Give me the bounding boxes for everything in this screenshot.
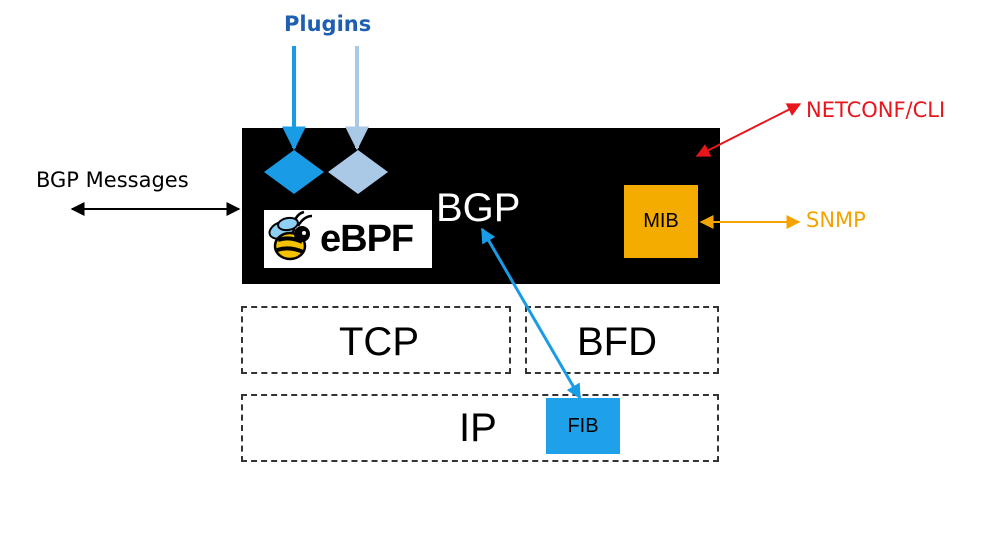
mib-label: MIB (643, 210, 679, 232)
ebpf-label: eBPF (320, 218, 414, 260)
snmp-label: SNMP (806, 208, 866, 232)
plugin-diamond-light (328, 150, 388, 194)
mib-box: MIB (624, 185, 698, 258)
ip-label: IP (459, 406, 497, 450)
netconf-label: NETCONF/CLI (806, 98, 946, 122)
tcp-label: TCP (339, 320, 419, 364)
plugins-label: Plugins (284, 12, 372, 36)
bee-icon (268, 210, 313, 261)
bgp-messages-label: BGP Messages (36, 168, 189, 192)
fib-label: FIB (567, 414, 599, 437)
netconf-arrow (695, 103, 802, 157)
tcp-box: TCP (241, 306, 511, 374)
bfd-label: BFD (577, 320, 657, 364)
bgp-fib-arrow (480, 227, 582, 400)
plugin-diamond-dark (264, 150, 324, 194)
ip-box: IP (241, 394, 719, 462)
fib-box: FIB (546, 398, 620, 454)
bgp-label: BGP (436, 186, 521, 230)
ebpf-logo: eBPF (264, 210, 432, 268)
